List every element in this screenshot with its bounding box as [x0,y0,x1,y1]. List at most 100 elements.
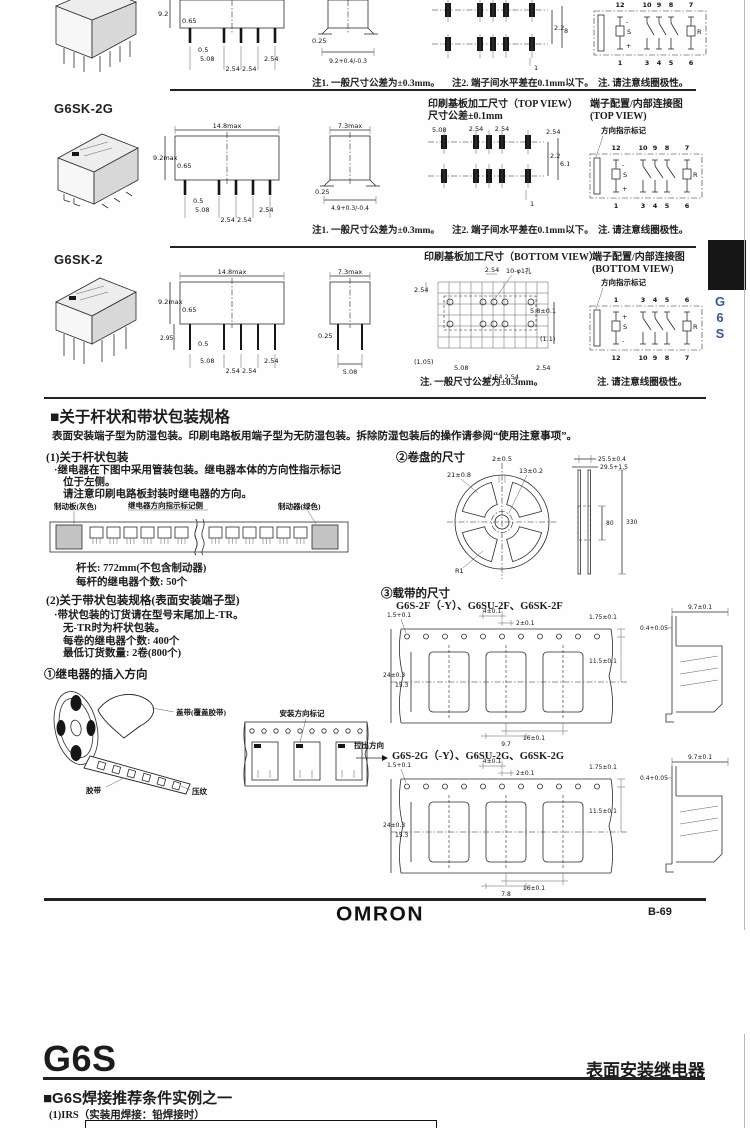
page-edge-line [744,1034,746,1128]
svg-text:8: 8 [665,354,670,362]
packaging-heading: ■关于杆状和带状包装规格 [50,409,230,426]
dim-label: 0.25 [315,188,329,196]
section-divider [170,246,696,248]
pcb-holes [446,298,535,328]
terminal-pins: 12 10 9 8 7 1 3 4 5 6 [611,144,689,210]
g6sk2-terminal-diagram: 方向指示标记 1 3 4 5 6 12 10 9 8 7 + - S R [589,278,703,362]
g6sk2g-terminal-diagram: 方向指示标记 12 10 9 8 7 1 3 4 5 6 - + S R [589,126,703,210]
dim-label: 5.08 [454,364,468,372]
dim-label: 9.7 [501,741,511,747]
g6sk2-front-dimension-drawing: 14.8max 9.2max 0.65 2.95 0.5 5.08 2.54 2… [158,268,285,375]
dim-label: 5.08 [343,368,357,376]
dim-label: 25.5±0.4 [598,456,626,463]
svg-text:12: 12 [611,144,620,152]
stopper-label: 制动器(绿色) [278,501,321,511]
dim-label: 15.3 [395,832,409,839]
dim-label: 9.7±0.1 [688,604,712,611]
side-tab-letter: S [715,326,725,341]
svg-text:+: + [622,313,627,321]
page2-heading: ■G6S焊接推荐条件实例之一 [43,1090,233,1107]
dim-label: 5.08 [432,126,446,134]
packaging-intro: 表面安装端子型为防湿包装。印刷电路板用端子型为无防湿包装。拆除防湿包装后的操作请… [52,431,577,442]
svg-text:1: 1 [618,59,623,66]
dim-label: 9.2max [153,154,178,162]
carrier-tape-label: 胶带 [86,785,101,795]
dim-label: 2.2 [550,152,560,160]
svg-text:5: 5 [665,202,670,210]
tape-spec-line: 无-TR时为杆状包装。 [63,623,166,634]
dim-label: 0.65 [177,162,191,170]
insert-direction-illustration: 盖带(覆盖胶带) 胶带 压纹 安装方向标记 拉出方向 [53,691,388,796]
note-text: 注2. 端子间水平差在0.1mm以下。 [452,226,594,236]
svg-text:+: + [622,185,627,193]
section-divider [44,397,706,399]
tape-spec-title: (2)关于带状包装规格(表面安装端子型) [46,595,240,607]
tape-profile-drawing-1: 9.7±0.1 0.4+0.05 [640,604,729,723]
svg-text:5: 5 [669,59,674,66]
dim-label: 2±0.1 [516,620,535,627]
dim-label: 21±0.8 [447,471,471,479]
svg-text:3: 3 [645,59,650,66]
stick-packaging-title: (1)关于杆状包装 [46,452,129,464]
dim-label: 1.5+0.1 [387,612,411,619]
dim-label: 4±0.1 [483,608,502,615]
dim-label: 4±0.1 [483,758,502,765]
dim-label: (1.05) [414,358,434,366]
svg-text:1: 1 [614,202,619,210]
stopper-plate-label: 制动板(灰色) [54,501,97,511]
svg-text:-: - [626,18,629,26]
dim-label: 1 [530,200,534,208]
svg-text:12: 12 [611,354,620,362]
svg-text:-: - [622,337,625,345]
terminal-symbols: + - S R [611,311,698,345]
pcb-caption: 印刷基板加工尺寸（BOTTOM VIEW） [424,252,599,263]
sprocket-holes [404,633,600,640]
direction-mark-side-label: 继电器方向指示标记侧 [128,500,203,510]
dim-label: 24±0.3 [383,672,405,679]
brand-logo: OMRON [336,903,424,926]
dim-label: 1 [534,64,538,72]
svg-text:6: 6 [685,296,690,304]
g6sk2g-pcb-drawing: 5.08 2.54 2.54 2.54 2.2 6.1 1 [428,125,569,208]
dim-label: 330 [626,519,638,526]
top-pcb-drawing: 2.2 8 1 [432,0,568,72]
dim-label: 16±0.1 [523,885,545,892]
dim-label: 2.54 [546,128,560,136]
svg-text:5: 5 [665,296,670,304]
dim-label: 7.8 [501,891,511,897]
svg-text:3: 3 [641,202,646,210]
dim-label: 2.54 [536,364,550,372]
side-tab-label: G 6 S [712,294,728,342]
carrier-tape-drawing-1: 1.5+0.1 4±0.1 2±0.1 1.75±0.1 11.5±0.1 24… [383,608,627,747]
relay-photo-cropped [54,0,138,72]
dim-label: 1.75±0.1 [589,614,617,621]
reel-front-drawing: 2±0.5 21±0.8 13±0.2 R1 [447,455,557,579]
dim-label: 2.54 2.54 [225,65,256,73]
svg-text:S: S [623,323,627,331]
dim-label: 2.54 [414,286,428,294]
note-text: 注. 一般尺寸公差为±0.3mm。 [420,378,544,388]
dim-label: 14.8max [213,122,242,130]
pcb-tolerance-caption: 尺寸公差±0.1mm [428,111,503,122]
svg-text:9: 9 [653,354,658,362]
svg-text:R: R [693,323,698,331]
terminal-caption: 端子配置/内部连接图 [592,252,685,263]
svg-text:1: 1 [614,296,619,304]
svg-text:7: 7 [685,354,690,362]
dim-label: 2.54 [264,357,278,365]
side-tab-letter: 6 [716,310,724,325]
side-index-tab [708,240,746,290]
tape-spec-line: 最低订货数量: 2卷(800个) [63,648,182,659]
svg-text:7: 7 [685,144,690,152]
dim-label: 4.9+0.3/-0.4 [331,205,369,212]
terminal-pins: 1 3 4 5 6 12 10 9 8 7 [611,296,689,362]
svg-text:3: 3 [641,296,646,304]
note-text: 注1. 一般尺寸公差为±0.3mm。 [312,79,440,89]
svg-text:R: R [693,171,698,179]
dim-label: 2.54 [469,125,483,133]
svg-text:6: 6 [685,202,690,210]
dim-label: 9.2 [158,10,168,18]
tape-profile-drawing-2: 9.7±0.1 0.4+0.05 [640,754,729,873]
insert-direction-title: ①继电器的插入方向 [44,669,148,681]
g6sk2g-side-dimension-drawing: 7.3max 0.25 4.9+0.3/-0.4 [315,122,380,212]
